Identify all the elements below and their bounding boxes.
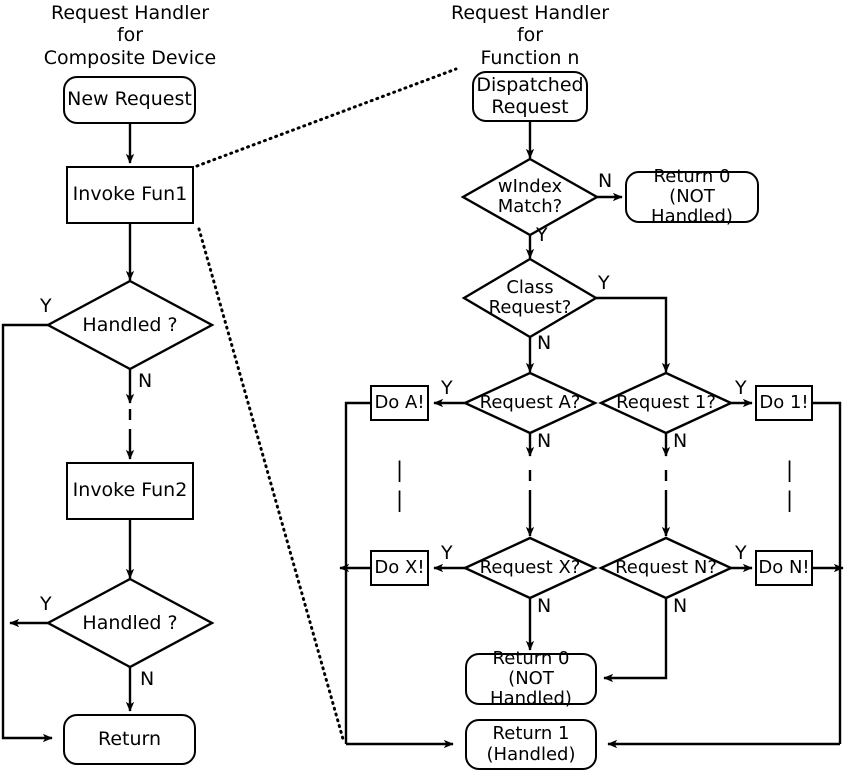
edge-label-windex-no-text: N: [598, 170, 613, 192]
edge-label-class-yes: Y: [598, 274, 610, 293]
edge-label-request-x-no: N: [537, 597, 551, 616]
continuation-mark-left-1-text: |: [396, 458, 404, 482]
node-do-n-label: Do N!: [758, 556, 810, 578]
node-do-a[interactable]: Do A!: [370, 385, 429, 421]
edge-label-request-n-no: N: [673, 597, 687, 616]
edge-label-request-x-yes: Y: [441, 544, 453, 563]
node-return0-bottom[interactable]: Return 0 (NOT Handled): [465, 648, 597, 709]
node-do-a-label: Do A!: [374, 391, 425, 413]
edge-label-class-no: N: [537, 334, 551, 353]
node-return0-top[interactable]: Return 0 (NOT Handled): [625, 166, 759, 227]
title-right-line-2: for: [516, 24, 544, 47]
title-left-line-3: Composite Device: [43, 46, 217, 69]
node-return1[interactable]: Return 1 (Handled): [465, 719, 597, 770]
edge-label-request-x-yes-text: Y: [441, 542, 453, 564]
callout-line-top: [195, 67, 458, 168]
edge-label-handled2-no: N: [140, 670, 154, 689]
node-do-1[interactable]: Do 1!: [755, 385, 813, 421]
node-do-1-label: Do 1!: [759, 391, 809, 413]
diamond-class-request: [461, 257, 599, 339]
diamond-request-x: [462, 536, 598, 600]
diamond-windex-match: [460, 157, 600, 237]
node-dispatched-request[interactable]: Dispatched Request: [472, 71, 588, 122]
edge-label-request-x-no-text: N: [537, 595, 552, 617]
edge-label-handled1-no-text: N: [138, 370, 153, 392]
node-dispatched-request-line-2: Request: [491, 95, 569, 118]
continuation-mark-left-1: |: [396, 460, 403, 481]
node-invoke-fun1-label: Invoke Fun1: [72, 183, 188, 206]
node-return0-bottom-line-1: Return 0: [492, 647, 570, 669]
callout-line-bottom: [197, 227, 345, 741]
edge-label-handled1-yes-text: Y: [40, 295, 52, 317]
edge-do-1-rail: [813, 401, 842, 744]
node-do-n[interactable]: Do N!: [755, 550, 813, 586]
edge-label-windex-yes: Y: [536, 226, 548, 245]
node-return-left[interactable]: Return: [63, 714, 196, 765]
continuation-mark-left-2: |: [396, 490, 403, 511]
node-new-request-label: New Request: [67, 88, 192, 111]
continuation-mark-left-2-text: |: [396, 488, 404, 512]
diamond-handled-1: [45, 279, 215, 371]
node-invoke-fun1[interactable]: Invoke Fun1: [66, 166, 194, 224]
diamond-request-n: [598, 536, 734, 600]
edge-label-class-yes-text: Y: [598, 272, 610, 294]
edge-label-windex-yes-text: Y: [536, 224, 548, 246]
node-return1-line-1: Return 1: [492, 723, 570, 745]
node-new-request[interactable]: New Request: [63, 76, 196, 124]
edge-request-n-no: [603, 598, 668, 683]
title-right: Request Handler for Function n: [430, 2, 630, 69]
diamond-request-1: [598, 371, 734, 435]
edge-label-request-n-yes-text: Y: [735, 542, 747, 564]
node-do-x[interactable]: Do X!: [370, 550, 429, 586]
edge-label-request-n-no-text: N: [673, 595, 688, 617]
node-return-left-label: Return: [97, 727, 162, 750]
title-right-line-1: Request Handler: [450, 2, 610, 24]
edge-handled1-yes-rail: [1, 323, 48, 735]
edge-label-request-1-yes: Y: [735, 379, 747, 398]
node-return0-top-line-1: Return 0: [653, 165, 731, 187]
edge-label-handled2-no-text: N: [140, 668, 155, 690]
continuation-mark-right-1: |: [786, 460, 793, 481]
node-dispatched-request-line-1: Dispatched: [476, 74, 584, 97]
node-return1-line-2: (Handled): [486, 743, 576, 765]
continuation-mark-right-2: |: [786, 490, 793, 511]
title-left-line-2: for: [116, 24, 144, 47]
edge-rail-to-return: [1, 733, 53, 743]
continuation-mark-right-2-text: |: [786, 488, 794, 512]
edge-label-request-a-no: N: [537, 432, 551, 451]
diamond-handled-2: [45, 577, 215, 669]
edge-class-yes: [596, 296, 671, 373]
edge-label-class-no-text: N: [537, 332, 552, 354]
node-invoke-fun2[interactable]: Invoke Fun2: [66, 462, 194, 520]
edge-label-handled1-no: N: [138, 372, 152, 391]
edge-label-request-1-no: N: [673, 432, 687, 451]
edge-label-handled2-yes-text: Y: [40, 593, 52, 615]
edge-label-request-a-yes: Y: [441, 379, 453, 398]
edge-label-windex-no: N: [598, 172, 612, 191]
edge-label-request-a-no-text: N: [537, 430, 552, 452]
edge-label-handled1-yes: Y: [40, 297, 52, 316]
diamond-request-a: [462, 371, 598, 435]
title-right-line-3: Function n: [480, 46, 580, 69]
continuation-mark-right-1-text: |: [786, 458, 794, 482]
edge-label-request-n-yes: Y: [735, 544, 747, 563]
edge-do-a-rail: [344, 401, 370, 744]
node-return0-top-line-2: (NOT Handled): [651, 185, 733, 228]
edge-label-request-a-yes-text: Y: [441, 377, 453, 399]
node-return0-bottom-line-2: (NOT Handled): [490, 667, 572, 710]
node-invoke-fun2-label: Invoke Fun2: [72, 479, 188, 502]
edge-label-handled2-yes: Y: [40, 595, 52, 614]
edge-label-request-1-no-text: N: [673, 430, 688, 452]
title-left: Request Handler for Composite Device: [30, 2, 230, 69]
edge-label-request-1-yes-text: Y: [735, 377, 747, 399]
node-do-x-label: Do X!: [374, 556, 425, 578]
title-left-line-1: Request Handler: [50, 2, 210, 24]
